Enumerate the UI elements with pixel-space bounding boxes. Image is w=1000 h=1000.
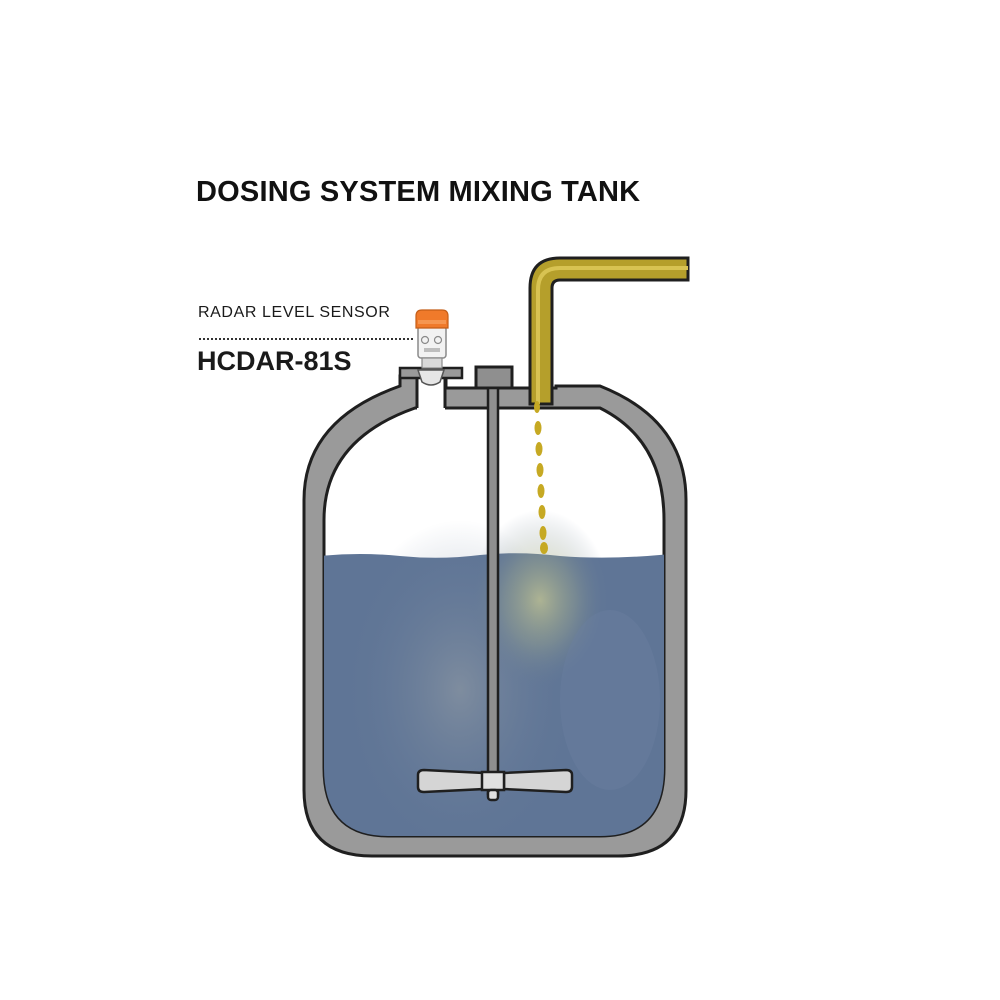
- dosing-pipe-icon: [528, 256, 690, 406]
- sensor-model: HCDAR-81S: [197, 346, 352, 376]
- agitator-icon: [416, 365, 574, 802]
- liquid-drop-icon: [534, 401, 548, 554]
- sensor-label: RADAR LEVEL SENSOR: [198, 304, 391, 321]
- sensor-leader-line: [199, 338, 413, 340]
- page-title: DOSING SYSTEM MIXING TANK: [196, 176, 641, 208]
- radar-sensor-icon: [398, 309, 464, 386]
